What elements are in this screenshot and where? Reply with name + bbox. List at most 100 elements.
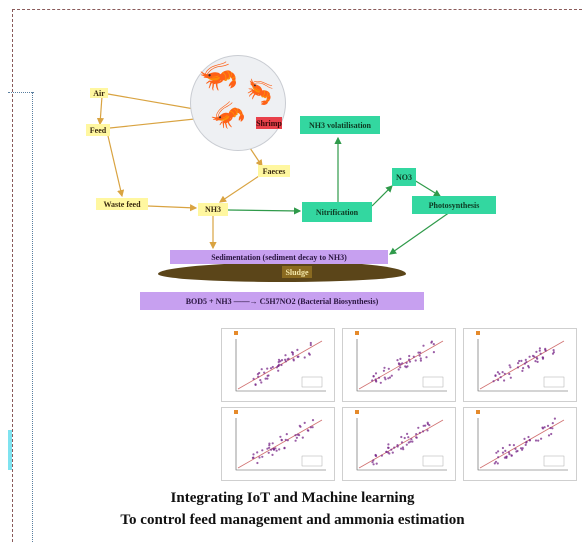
scatter-point [256, 451, 259, 454]
scatter-point [254, 383, 257, 386]
scatter-point [424, 424, 427, 427]
scatter-point [531, 354, 535, 357]
scatter-point [551, 427, 554, 430]
scatter-point [283, 447, 286, 450]
scatter-point [374, 372, 378, 375]
scatter-point [294, 439, 297, 442]
scatter-point [495, 451, 498, 454]
dotted-guide-line [32, 92, 33, 542]
scatter-point [418, 431, 421, 434]
scatter-point [405, 443, 408, 446]
plot-legend [422, 455, 444, 467]
dashed-border-left [12, 9, 13, 542]
scatter-point [382, 369, 385, 372]
scatter-plot [221, 328, 335, 402]
fit-line [237, 419, 323, 469]
scatter-point [551, 422, 554, 425]
arrow-nitrification-no3 [371, 185, 393, 207]
scatter-point [415, 436, 418, 439]
scatter-point [258, 456, 261, 459]
scatter-point [553, 417, 556, 420]
scatter-point [388, 376, 392, 379]
scatter-point [528, 355, 531, 358]
scatter-point [540, 437, 543, 440]
scatter-point [399, 363, 402, 366]
scatter-point [390, 374, 393, 377]
scatter-point [419, 351, 422, 354]
scatter-point [525, 440, 528, 443]
arrow-shrimp-faeces [249, 147, 263, 167]
scatter-point [396, 359, 399, 362]
scatter-point [372, 375, 375, 378]
scatter-point [377, 376, 381, 379]
arrow-feed-waste [107, 135, 125, 198]
scatter-point [374, 454, 377, 457]
arrow-nh3-nitrification [227, 207, 302, 215]
scatter-point [541, 426, 544, 429]
scatter-point [277, 358, 281, 361]
scatter-point [407, 436, 410, 439]
scatter-point [525, 361, 528, 364]
scatter-point [280, 438, 283, 441]
scatter-point [260, 381, 263, 384]
scatter-point [497, 378, 500, 382]
equation-box: BOD5 + NH3 ——→ C5H7NO2 (Bacterial Biosyn… [140, 292, 424, 310]
plot-axes [235, 339, 326, 392]
scatter-point [271, 453, 274, 456]
plot-legend [543, 455, 565, 467]
scatter-point [375, 462, 378, 465]
plot-axes [477, 418, 568, 471]
scatter-point [503, 379, 506, 382]
scatter-point [275, 449, 278, 452]
scatter-point [263, 371, 266, 374]
scatter-point [549, 426, 552, 430]
scatter-point [291, 353, 294, 356]
scatter-point [536, 357, 539, 360]
scatter-point [309, 426, 312, 429]
scatter-point [501, 371, 504, 374]
scatter-point [399, 366, 402, 369]
scatter-point [391, 451, 394, 454]
scatter-point [296, 355, 299, 358]
scatter-point [538, 347, 541, 350]
scatter-point [534, 439, 538, 442]
arrow-faeces-nh3 [219, 173, 263, 203]
scatter-point [527, 364, 530, 368]
scatter-point [393, 446, 396, 449]
scatter-point [406, 432, 409, 435]
scatter-point [541, 357, 545, 360]
arrow-air-shrimp [107, 93, 202, 113]
scatter-point [496, 462, 499, 465]
scatter-point [517, 362, 520, 365]
scatter-point [516, 366, 520, 369]
photosynthesis-node: Photosynthesis [412, 196, 496, 214]
scatter-point [284, 438, 287, 441]
scatter-plots-grid [221, 328, 581, 486]
arrow-waste-nh3 [147, 204, 198, 212]
shrimp-label: Shrimp [256, 117, 282, 129]
scatter-point [380, 454, 383, 457]
scatter-point [544, 349, 547, 352]
scatter-point [270, 448, 273, 451]
scatter-point [396, 444, 399, 447]
shrimp-pond-circle [190, 55, 286, 151]
scatter-point [294, 434, 297, 437]
caption-line-2: To control feed management and ammonia e… [120, 512, 465, 528]
scatter-point [501, 446, 504, 450]
scatter-point [401, 446, 404, 449]
scatter-point [277, 369, 280, 372]
air-node: Air [90, 88, 108, 98]
scatter-point [508, 372, 511, 376]
scatter-point [422, 430, 425, 433]
feed-node: Feed [86, 124, 110, 136]
scatter-point [292, 359, 295, 362]
scatter-point [510, 454, 513, 457]
scatter-point [303, 421, 306, 424]
plot-axes [356, 418, 447, 471]
plot-legend [301, 455, 323, 467]
scatter-point [497, 450, 500, 453]
sludge-label: Sludge [282, 266, 312, 278]
scatter-point [301, 436, 304, 439]
scatter-point [426, 422, 429, 426]
scatter-point [508, 453, 511, 456]
